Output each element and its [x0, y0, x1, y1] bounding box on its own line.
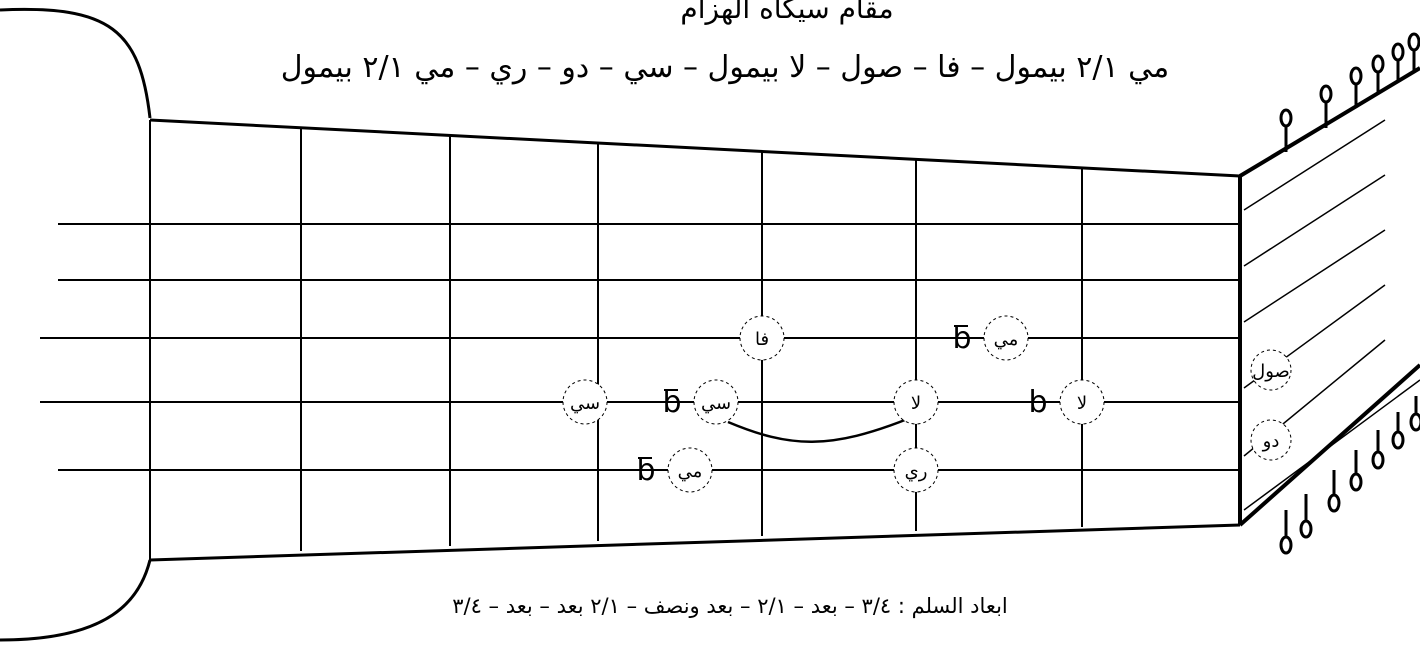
note-marker-si-open-region: سي: [562, 379, 608, 425]
open-string-label: دو: [1262, 431, 1280, 452]
tuning-pegs-top: [1279, 32, 1420, 152]
half-flat-symbol: b: [662, 385, 681, 420]
note-marker-la-flat: لا b: [1028, 379, 1105, 425]
note-marker-fa: فا: [739, 315, 785, 361]
neck-top-edge: [149, 118, 1241, 178]
half-flat-symbol: b: [952, 321, 971, 356]
note-circle: [983, 315, 1029, 361]
note-marker-mi-half-flat-low: مي b: [636, 447, 713, 493]
pegbox-string: [1243, 119, 1386, 211]
note-markers: فا مي b سي سي b لا لا b مي b ري: [562, 315, 1105, 493]
note-marker-mi-half-flat-high: مي b: [952, 315, 1029, 361]
maqam-title: مقام سيكاه الهزام: [680, 0, 894, 25]
note-label: لا: [1077, 393, 1087, 414]
note-circle: [1059, 379, 1105, 425]
note-label: مي: [678, 461, 703, 482]
note-circle: [893, 379, 939, 425]
slur-curve: [727, 416, 911, 443]
note-label: سي: [570, 393, 600, 414]
open-string-marker-do: دو: [1250, 419, 1292, 461]
note-marker-si-half-flat: سي b: [662, 379, 739, 425]
note-circle: [667, 447, 713, 493]
scale-intervals-line: ابعاد السلم : ٣/٤ – بعد – ٢/١ – بعد ونصف…: [452, 594, 1008, 618]
neck-bottom-edge: [149, 523, 1241, 562]
pegbox-string: [1243, 229, 1386, 323]
open-string-label: صول: [1252, 361, 1290, 382]
pegbox-string: [1243, 174, 1386, 267]
note-label: سي: [701, 393, 731, 414]
pegbox-bottom-edge: [1238, 363, 1420, 527]
note-marker-re: ري: [893, 447, 939, 493]
half-flat-symbol: b: [636, 453, 655, 488]
note-marker-la: لا: [893, 379, 939, 425]
note-label: ري: [905, 461, 928, 482]
note-circle: [693, 379, 739, 425]
scale-notes-line: مي ٢/١ بيمول – فا – صول – لا بيمول – سي …: [280, 50, 1170, 85]
pegbox-top-edge: [1238, 66, 1420, 178]
tuning-pegs-bottom: [1279, 396, 1420, 555]
note-label: فا: [755, 329, 769, 350]
note-circle: [562, 379, 608, 425]
pegbox-string: [1243, 379, 1420, 511]
note-circle: [739, 315, 785, 361]
note-label: لا: [911, 393, 921, 414]
body-curve-top: [0, 7, 152, 119]
body-curve-bottom: [0, 559, 152, 642]
open-string-marker-sol: صول: [1250, 349, 1292, 391]
note-label: مي: [994, 329, 1019, 350]
flat-symbol: b: [1028, 385, 1047, 420]
note-circle: [893, 447, 939, 493]
